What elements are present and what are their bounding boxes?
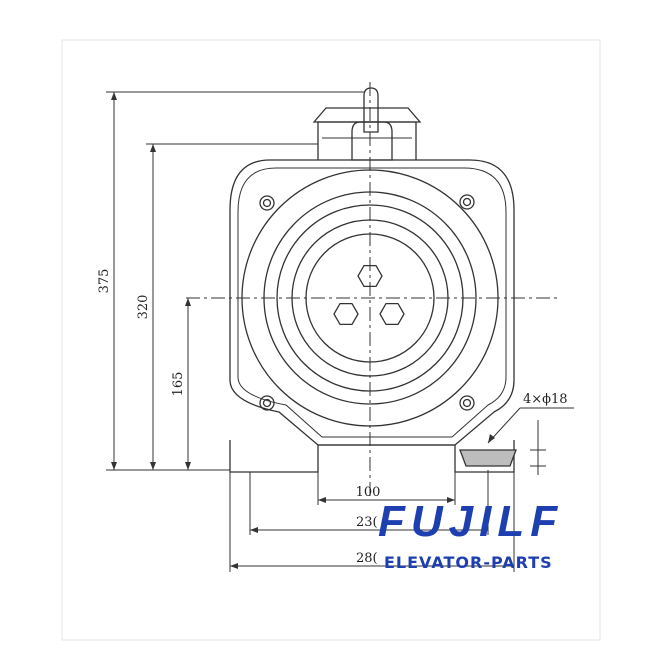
foot-hole-section	[459, 449, 517, 467]
dim-label-hole-spec: 4×ϕ18	[523, 392, 568, 407]
dim-label-280: 28(	[356, 551, 378, 566]
corner-bolt-tr-inner	[462, 197, 472, 207]
arrow-375-top	[111, 92, 117, 100]
arrow-100-left	[318, 497, 326, 503]
dim-label-375: 375	[97, 269, 112, 294]
arrow-320-bottom	[150, 462, 156, 470]
corner-bolt-bl-inner	[262, 398, 272, 408]
dim-label-320: 320	[136, 295, 151, 320]
arrow-100-right	[447, 497, 455, 503]
arrow-hole-leader	[488, 434, 495, 443]
corner-bolt-br-inner	[462, 398, 472, 408]
brand-logo: FUJILF	[378, 500, 564, 544]
corner-bolt-tl-inner	[262, 198, 272, 208]
top-cap	[317, 121, 417, 160]
arrow-165-bottom	[185, 462, 191, 470]
corner-bolt-tr	[459, 194, 475, 210]
hex-bolt-right	[379, 302, 405, 326]
corner-bolt-tl	[259, 195, 275, 211]
housing-inner-outline	[237, 167, 507, 438]
drawing-border	[61, 39, 601, 641]
arrow-375-bottom	[111, 462, 117, 470]
dim-label-100: 100	[356, 485, 381, 500]
dim-label-165: 165	[171, 372, 186, 397]
release-lever	[363, 87, 379, 133]
corner-bolt-br	[459, 395, 475, 411]
arrow-280-left	[230, 563, 238, 569]
hex-bolt-left	[333, 302, 359, 326]
top-cap-lid	[312, 107, 422, 123]
arrow-165-top	[185, 298, 191, 306]
arrow-320-top	[150, 144, 156, 152]
base-foot-left	[229, 440, 319, 473]
lever-bracket	[351, 121, 393, 161]
dim-label-230: 23(	[356, 515, 378, 530]
corner-bolt-bl	[259, 395, 275, 411]
hex-bolt-top	[357, 264, 383, 288]
brand-tagline: ELEVATOR-PARTS	[384, 553, 553, 572]
arrow-230-left	[250, 527, 258, 533]
